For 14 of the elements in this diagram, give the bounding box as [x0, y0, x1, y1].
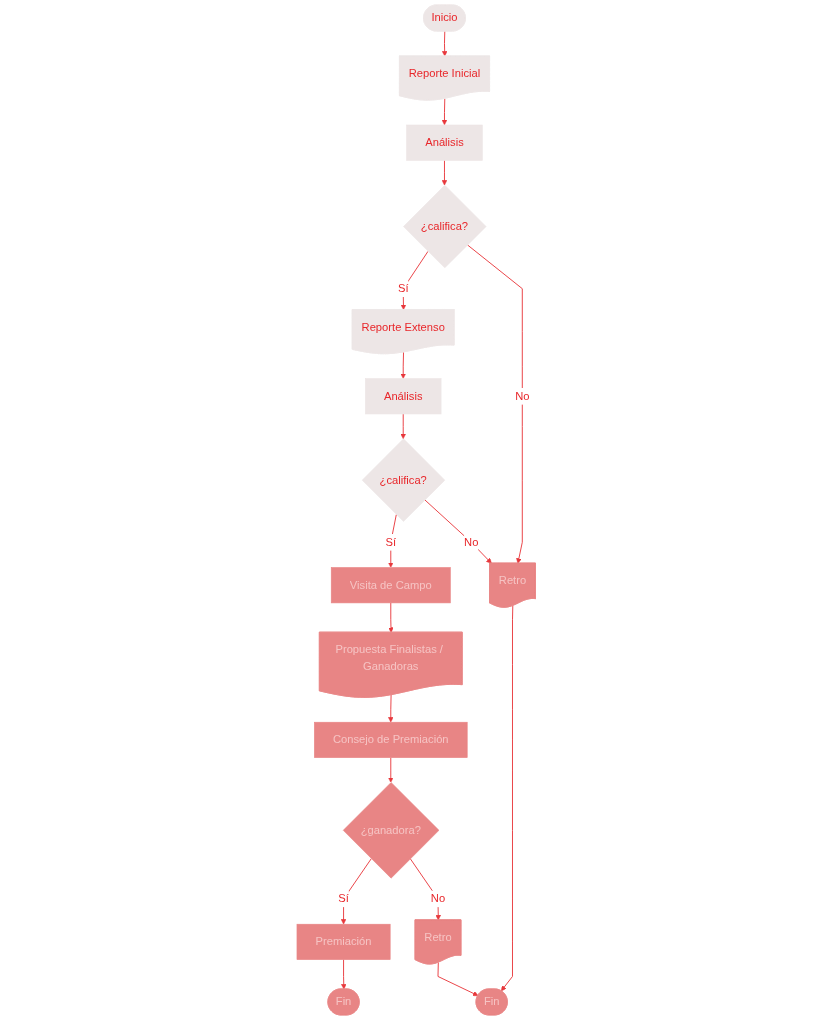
- node-box: Análisis: [406, 124, 483, 161]
- edge-label: No: [431, 892, 446, 905]
- node-box: Análisis: [365, 378, 442, 415]
- node-box: Premiación: [296, 923, 391, 960]
- edge-label: Sí: [338, 892, 350, 905]
- node-diamond: ¿califica?: [362, 438, 446, 522]
- node-box: Visita de Campo: [331, 567, 451, 604]
- edge-label: No: [464, 535, 479, 549]
- edge-label: No: [515, 389, 530, 403]
- node-diamond: ¿califica?: [403, 184, 487, 269]
- edge-label: Sí: [385, 535, 397, 549]
- edge-label: Sí: [398, 282, 409, 295]
- node-diamond: ¿ganadora?: [343, 782, 440, 879]
- node-box: Consejo de Premiación: [314, 721, 468, 758]
